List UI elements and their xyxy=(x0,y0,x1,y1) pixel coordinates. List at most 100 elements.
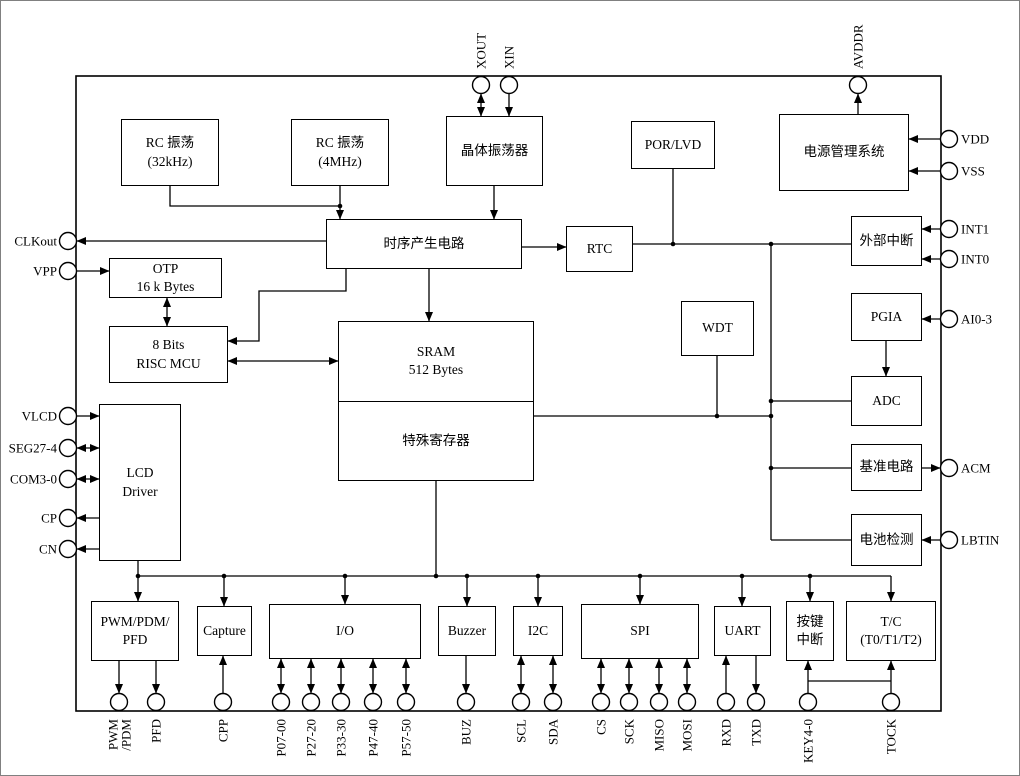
junction-dots xyxy=(135,203,813,579)
pin-label-mosi: MOSI xyxy=(680,719,695,752)
pin-label-txd: TXD xyxy=(749,719,764,746)
pin-mosi xyxy=(677,692,697,712)
pin-label-ai0-3: AI0-3 xyxy=(961,312,992,327)
pin-clkout xyxy=(58,231,78,251)
pin-label-acm: ACM xyxy=(961,461,991,476)
pin-label-buz: BUZ xyxy=(459,719,474,745)
pin-label-p07-00: P07-00 xyxy=(274,719,289,757)
pin-vpp xyxy=(58,261,78,281)
pin-scl xyxy=(511,692,531,712)
block-sram: SRAM 512 Bytes xyxy=(339,322,533,402)
pin-txd xyxy=(746,692,766,712)
pin-vlcd xyxy=(58,406,78,426)
pin-label-rxd: RXD xyxy=(719,719,734,746)
block-risc-mcu: 8 Bits RISC MCU xyxy=(109,326,228,383)
pin-label-avddr: AVDDR xyxy=(851,24,866,69)
block-crystal-oscillator: 晶体振荡器 xyxy=(446,116,543,186)
pin-label-p57-50: P57-50 xyxy=(399,719,414,757)
pin-label-sck: SCK xyxy=(622,718,637,744)
pin-p07-00 xyxy=(271,692,291,712)
pin-p27-20 xyxy=(301,692,321,712)
block-adc: ADC xyxy=(851,376,922,426)
pin-label-clkout: CLKout xyxy=(14,234,57,249)
block-timing-generator: 时序产生电路 xyxy=(326,219,522,269)
pin-int0 xyxy=(939,249,959,269)
block-capture: Capture xyxy=(197,606,252,656)
pin-pwm-pdm xyxy=(109,692,129,712)
pin-xin xyxy=(499,75,519,95)
pin-tock xyxy=(881,692,901,712)
block-i2c: I2C xyxy=(513,606,563,656)
connection-lines xyxy=(76,93,941,694)
pin-label-vlcd: VLCD xyxy=(22,409,57,424)
pin-label-vdd: VDD xyxy=(961,132,989,147)
pin-label-p47-40: P47-40 xyxy=(366,719,381,757)
block-timer-counter: T/C (T0/T1/T2) xyxy=(846,601,936,661)
pin-buz xyxy=(456,692,476,712)
pin-xout xyxy=(471,75,491,95)
pin-p57-50 xyxy=(396,692,416,712)
pin-p33-30 xyxy=(331,692,351,712)
pin-label-scl: SCL xyxy=(514,719,529,743)
block-rc-osc-32k: RC 振荡 (32kHz) xyxy=(121,119,219,186)
pin-sda xyxy=(543,692,563,712)
pin-cn xyxy=(58,539,78,559)
pin-label-xout: XOUT xyxy=(474,33,489,69)
pin-label-pdm: /PDM xyxy=(119,719,134,751)
pin-label-com3-0: COM3-0 xyxy=(10,472,57,487)
pin-label-key4-0: KEY4-0 xyxy=(801,719,816,763)
pin-label-miso: MISO xyxy=(652,719,667,752)
block-memory: SRAM 512 Bytes 特殊寄存器 xyxy=(338,321,534,481)
block-wdt: WDT xyxy=(681,301,754,356)
pin-label-vpp: VPP xyxy=(33,264,57,279)
block-spi: SPI xyxy=(581,604,699,659)
block-voltage-reference: 基准电路 xyxy=(851,444,922,491)
pin-avddr xyxy=(848,75,868,95)
block-pgia: PGIA xyxy=(851,293,922,341)
pin-label-xin: XIN xyxy=(502,45,517,69)
pin-label-p33-30: P33-30 xyxy=(334,719,349,757)
pin-label-cs: CS xyxy=(594,719,609,735)
pin-vdd xyxy=(939,129,959,149)
pin-label-tock: TOCK xyxy=(884,718,899,754)
pin-acm xyxy=(939,458,959,478)
block-external-interrupt: 外部中断 xyxy=(851,216,922,266)
block-por-lvd: POR/LVD xyxy=(631,121,715,169)
pin-label-sda: SDA xyxy=(546,718,561,745)
block-power-management: 电源管理系统 xyxy=(779,114,909,191)
block-battery-detect: 电池检测 xyxy=(851,514,922,566)
pin-label-cn: CN xyxy=(39,542,58,557)
pin-ai0-3 xyxy=(939,309,959,329)
pin-seg27-4 xyxy=(58,438,78,458)
pin-label-cpp: CPP xyxy=(216,719,231,742)
pin-label-pwm: PWM xyxy=(106,719,121,751)
block-key-interrupt: 按键 中断 xyxy=(786,601,834,661)
block-uart: UART xyxy=(714,606,771,656)
pin-labels: XOUT XIN AVDDR VDD VSS INT1 INT0 AI0-3 A… xyxy=(9,24,1000,763)
pin-label-int0: INT0 xyxy=(961,252,989,267)
block-rc-osc-4m: RC 振荡 (4MHz) xyxy=(291,119,389,186)
block-buzzer: Buzzer xyxy=(438,606,496,656)
block-rtc: RTC xyxy=(566,226,633,272)
pin-label-seg27-4: SEG27-4 xyxy=(9,441,58,456)
block-pwm-pdm-pfd: PWM/PDM/ PFD xyxy=(91,601,179,661)
pin-label-pfd: PFD xyxy=(149,719,164,743)
pin-label-vss: VSS xyxy=(961,164,985,179)
block-otp: OTP 16 k Bytes xyxy=(109,258,222,298)
pin-vss xyxy=(939,161,959,181)
pin-int1 xyxy=(939,219,959,239)
pin-circles xyxy=(58,75,959,712)
pin-label-lbtin: LBTIN xyxy=(961,533,1000,548)
pin-p47-40 xyxy=(363,692,383,712)
pin-com3-0 xyxy=(58,469,78,489)
pin-lbtin xyxy=(939,530,959,550)
pin-label-p27-20: P27-20 xyxy=(304,719,319,757)
pin-pfd xyxy=(146,692,166,712)
block-lcd-driver: LCD Driver xyxy=(99,404,181,561)
block-io: I/O xyxy=(269,604,421,659)
pin-label-cp: CP xyxy=(41,511,57,526)
pin-key4-0 xyxy=(798,692,818,712)
pin-miso xyxy=(649,692,669,712)
